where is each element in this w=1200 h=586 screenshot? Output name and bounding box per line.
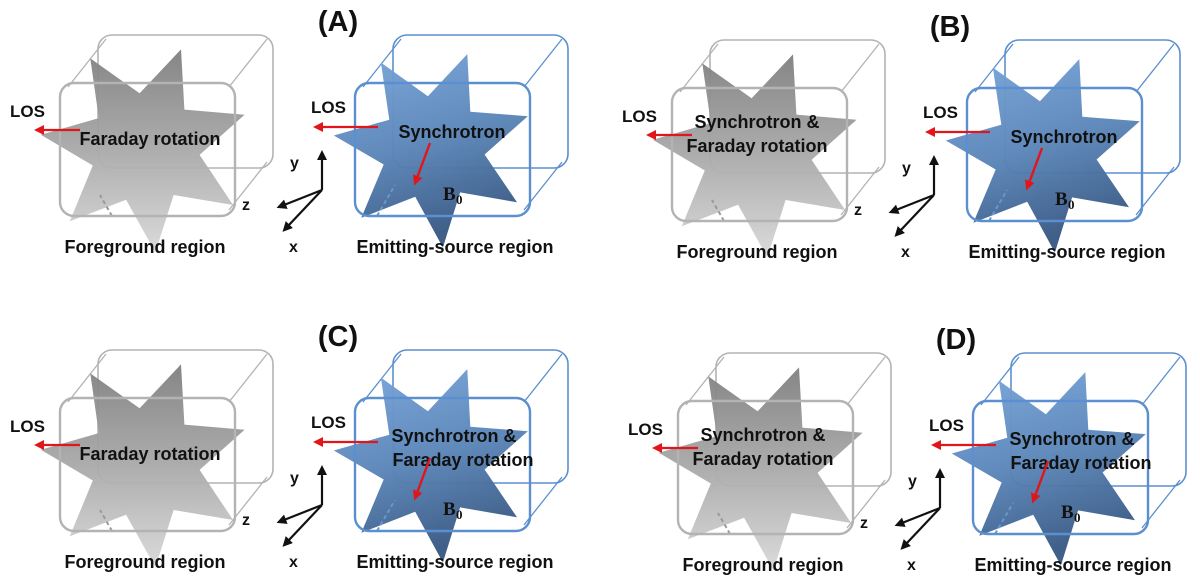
foreground-region-label: Foreground region [677, 242, 838, 262]
z-axis [888, 193, 935, 214]
b0-subscript: 0 [456, 507, 463, 522]
x-axis-label: x [907, 557, 916, 574]
b0-subscript: 0 [456, 192, 463, 207]
b0-arrow [413, 457, 432, 501]
source-cloud [333, 54, 528, 248]
front-face [353, 81, 532, 218]
panel-1: (A) Faraday rotation LOS Foreground region y… [10, 6, 569, 257]
panel-4: (D) Synchrotron & Faraday rotation LOS Foreg… [628, 324, 1187, 575]
x-axis [894, 194, 935, 237]
source-process-label: Faraday rotation [392, 450, 533, 470]
source-region-label: Emitting-source region [968, 242, 1165, 262]
source-region-label: Emitting-source region [356, 237, 553, 257]
b0-label: B [1061, 502, 1074, 523]
foreground-process-label: Synchrotron & [700, 425, 825, 445]
foreground-region-label: Foreground region [683, 555, 844, 575]
front-face [676, 399, 855, 536]
foreground-region-label: Foreground region [65, 237, 226, 257]
los-label: LOS [628, 420, 663, 439]
foreground-process-label: Faraday rotation [686, 136, 827, 156]
b0-subscript: 0 [1074, 510, 1081, 525]
source-region-label: Emitting-source region [356, 552, 553, 572]
panel-title: (C) [318, 321, 358, 353]
foreground-process-label: Faraday rotation [79, 129, 220, 149]
los-label: LOS [923, 103, 958, 122]
x-axis-label: x [901, 244, 910, 261]
los-label: LOS [311, 413, 346, 432]
panel-title: (D) [936, 324, 976, 356]
b0-label: B [1055, 189, 1068, 210]
source-cloud [945, 59, 1140, 253]
source-cloud [951, 372, 1146, 566]
foreground-cloud [658, 367, 863, 571]
front-face [58, 81, 237, 218]
front-face [58, 396, 237, 533]
y-axis-label: y [290, 155, 299, 172]
foreground-process-label: Faraday rotation [692, 449, 833, 469]
front-face [965, 86, 1144, 223]
z-axis-label: z [242, 197, 250, 214]
panel-2: (B) Synchrotron & Faraday rotation LOS Foreg… [622, 11, 1181, 262]
foreground-region-label: Foreground region [65, 552, 226, 572]
front-face [670, 86, 849, 223]
b0-subscript: 0 [1068, 197, 1075, 212]
x-axis-label: x [289, 554, 298, 571]
b0-arrow [413, 142, 432, 186]
panel-3: (C) Faraday rotation LOS Foreground region y… [10, 321, 569, 572]
source-process-label: Synchrotron [1010, 127, 1117, 147]
x-axis [282, 189, 323, 232]
foreground-cloud [40, 49, 245, 253]
y-axis-label: y [902, 160, 911, 177]
foreground-cloud [652, 54, 857, 258]
los-label: LOS [10, 102, 45, 121]
x-axis [900, 507, 941, 550]
z-axis-label: z [860, 515, 868, 532]
z-axis [894, 506, 941, 527]
b0-arrow [1025, 147, 1044, 191]
los-label: LOS [311, 98, 346, 117]
x-axis [282, 504, 323, 547]
source-process-label: Faraday rotation [1010, 453, 1151, 473]
b0-label: B [443, 184, 456, 205]
source-process-label: Synchrotron & [1009, 429, 1134, 449]
y-axis-label: y [290, 470, 299, 487]
los-label: LOS [622, 107, 657, 126]
front-face [353, 396, 532, 533]
b0-arrow [1031, 460, 1050, 504]
los-label: LOS [929, 416, 964, 435]
foreground-process-label: Faraday rotation [79, 444, 220, 464]
foreground-cloud [40, 364, 245, 568]
z-axis [276, 503, 323, 524]
z-axis-label: z [242, 512, 250, 529]
panel-title: (A) [318, 6, 358, 38]
z-axis-label: z [854, 202, 862, 219]
x-axis-label: x [289, 239, 298, 256]
source-cloud [333, 369, 528, 563]
b0-label: B [443, 499, 456, 520]
los-label: LOS [10, 417, 45, 436]
source-process-label: Synchrotron & [391, 426, 516, 446]
foreground-process-label: Synchrotron & [694, 112, 819, 132]
source-region-label: Emitting-source region [974, 555, 1171, 575]
z-axis [276, 188, 323, 209]
y-axis-label: y [908, 473, 917, 490]
front-face [971, 399, 1150, 536]
source-process-label: Synchrotron [398, 122, 505, 142]
panel-title: (B) [930, 11, 970, 43]
